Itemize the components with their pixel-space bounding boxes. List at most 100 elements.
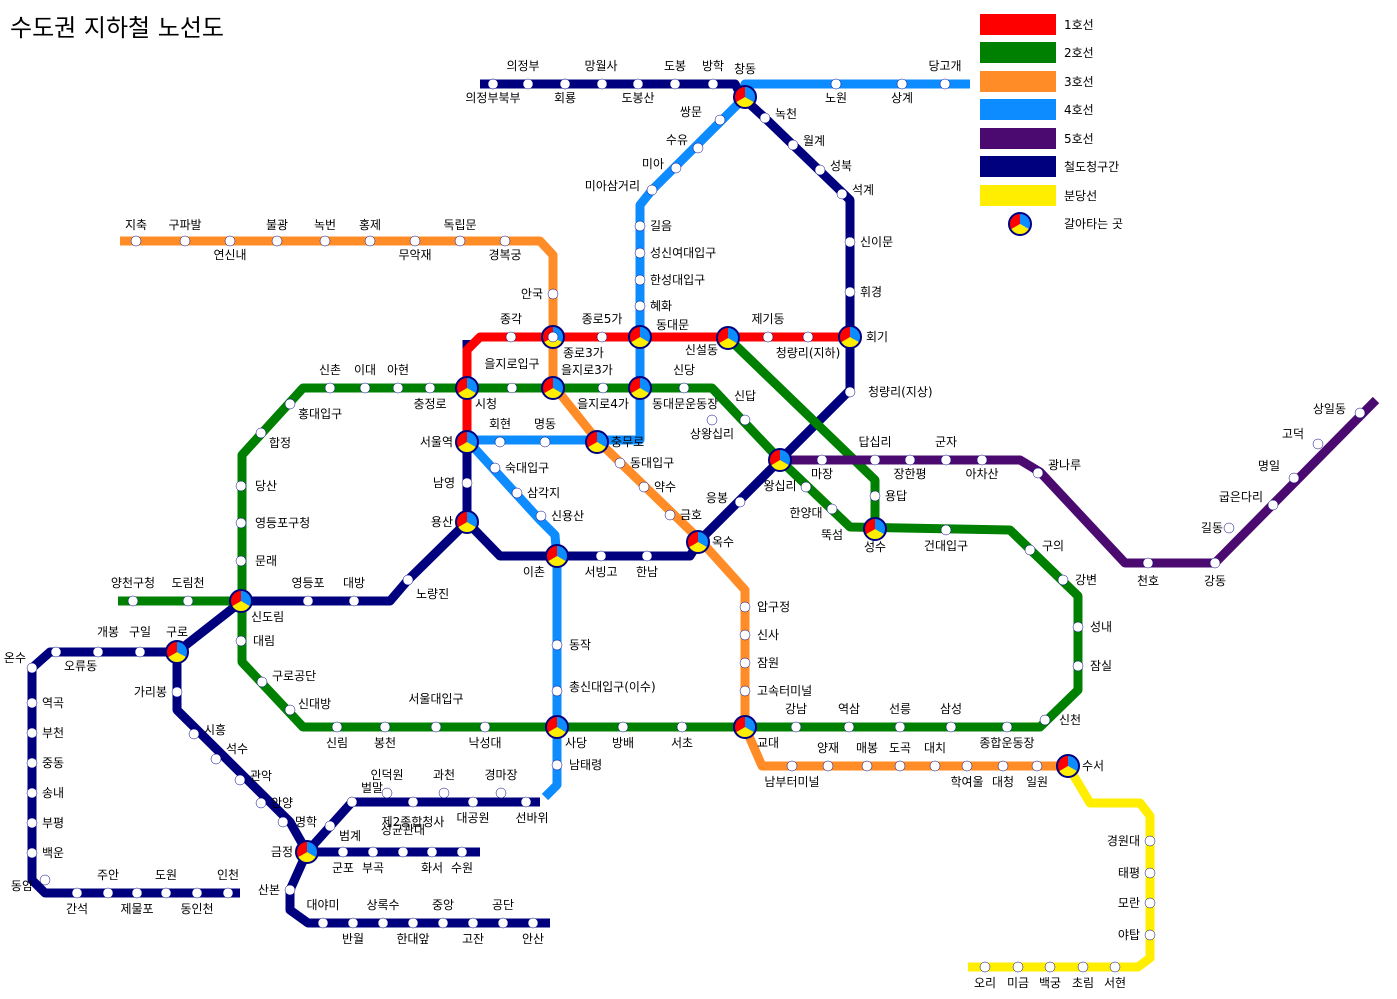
station-dot[interactable]: [739, 601, 751, 613]
transfer-icon[interactable]: [229, 589, 253, 613]
station-dot[interactable]: [1312, 438, 1324, 450]
station-dot[interactable]: [160, 887, 172, 899]
station-dot[interactable]: [497, 917, 509, 929]
station-dot[interactable]: [407, 917, 419, 929]
station-dot[interactable]: [1288, 472, 1300, 484]
transfer-icon[interactable]: [165, 640, 189, 664]
station-dot[interactable]: [317, 917, 329, 929]
station-dot[interactable]: [430, 721, 442, 733]
station-dot[interactable]: [102, 887, 114, 899]
transfer-icon[interactable]: [733, 85, 757, 109]
station-dot[interactable]: [437, 917, 449, 929]
station-dot[interactable]: [844, 286, 856, 298]
station-dot[interactable]: [706, 414, 718, 426]
station-dot[interactable]: [1039, 714, 1051, 726]
transfer-icon[interactable]: [295, 840, 319, 864]
station-dot[interactable]: [467, 917, 479, 929]
station-dot[interactable]: [367, 846, 379, 858]
station-dot[interactable]: [800, 481, 812, 493]
station-dot[interactable]: [822, 760, 834, 772]
transfer-icon[interactable]: [545, 544, 569, 568]
station-dot[interactable]: [1001, 721, 1013, 733]
legend-line3[interactable]: 3호선: [980, 67, 1123, 96]
station-dot[interactable]: [714, 114, 726, 126]
station-dot[interactable]: [284, 884, 296, 896]
transfer-icon[interactable]: [455, 376, 479, 400]
station-dot[interactable]: [26, 847, 38, 859]
legend-line4[interactable]: 4호선: [980, 96, 1123, 125]
station-dot[interactable]: [331, 721, 343, 733]
station-dot[interactable]: [1012, 961, 1024, 973]
transfer-icon[interactable]: [768, 448, 792, 472]
station-dot[interactable]: [256, 676, 268, 688]
transfer-icon[interactable]: [628, 376, 652, 400]
station-dot[interactable]: [739, 657, 751, 669]
station-dot[interactable]: [940, 524, 952, 536]
transfer-icon[interactable]: [455, 510, 479, 534]
station-dot[interactable]: [939, 78, 951, 90]
station-dot[interactable]: [235, 635, 247, 647]
station-dot[interactable]: [790, 721, 802, 733]
transfer-icon[interactable]: [455, 430, 479, 454]
station-dot[interactable]: [461, 477, 473, 489]
station-dot[interactable]: [961, 760, 973, 772]
station-dot[interactable]: [1024, 544, 1036, 556]
station-dot[interactable]: [454, 235, 466, 247]
station-dot[interactable]: [379, 721, 391, 733]
station-dot[interactable]: [787, 139, 799, 151]
station-dot[interactable]: [596, 78, 608, 90]
station-dot[interactable]: [255, 797, 267, 809]
station-dot[interactable]: [271, 235, 283, 247]
station-dot[interactable]: [551, 759, 563, 771]
station-dot[interactable]: [520, 796, 532, 808]
station-dot[interactable]: [348, 595, 360, 607]
legend-bundang[interactable]: 분당선: [980, 181, 1123, 210]
station-dot[interactable]: [634, 274, 646, 286]
station-dot[interactable]: [669, 78, 681, 90]
station-dot[interactable]: [1144, 835, 1156, 847]
station-dot[interactable]: [739, 629, 751, 641]
station-dot[interactable]: [836, 188, 848, 200]
station-dot[interactable]: [364, 235, 376, 247]
station-dot[interactable]: [759, 112, 771, 124]
station-dot[interactable]: [255, 427, 267, 439]
station-dot[interactable]: [559, 78, 571, 90]
station-dot[interactable]: [1109, 961, 1121, 973]
station-dot[interactable]: [26, 697, 38, 709]
station-dot[interactable]: [646, 184, 658, 196]
station-dot[interactable]: [861, 760, 873, 772]
station-dot[interactable]: [377, 917, 389, 929]
station-dot[interactable]: [26, 817, 38, 829]
station-dot[interactable]: [179, 235, 191, 247]
station-dot[interactable]: [224, 235, 236, 247]
transfer-icon[interactable]: [838, 325, 862, 349]
station-dot[interactable]: [816, 454, 828, 466]
station-dot[interactable]: [346, 796, 358, 808]
station-dot[interactable]: [392, 382, 404, 394]
station-dot[interactable]: [409, 235, 421, 247]
station-dot[interactable]: [634, 247, 646, 259]
station-dot[interactable]: [39, 874, 51, 886]
station-dot[interactable]: [844, 236, 856, 248]
legend-line1[interactable]: 1호선: [980, 10, 1123, 39]
station-dot[interactable]: [1072, 621, 1084, 633]
station-dot[interactable]: [945, 721, 957, 733]
transfer-icon[interactable]: [541, 376, 565, 400]
station-dot[interactable]: [1031, 760, 1043, 772]
station-dot[interactable]: [1223, 522, 1235, 534]
station-dot[interactable]: [634, 220, 646, 232]
station-dot[interactable]: [438, 787, 450, 799]
station-dot[interactable]: [786, 760, 798, 772]
transfer-icon[interactable]: [1056, 754, 1080, 778]
station-dot[interactable]: [1209, 557, 1221, 569]
station-dot[interactable]: [381, 787, 393, 799]
station-dot[interactable]: [1032, 467, 1044, 479]
transfer-icon[interactable]: [585, 430, 609, 454]
station-dot[interactable]: [894, 721, 906, 733]
station-dot[interactable]: [324, 382, 336, 394]
station-dot[interactable]: [595, 550, 607, 562]
station-dot[interactable]: [551, 639, 563, 651]
station-dot[interactable]: [347, 917, 359, 929]
station-dot[interactable]: [26, 727, 38, 739]
station-dot[interactable]: [277, 816, 289, 828]
